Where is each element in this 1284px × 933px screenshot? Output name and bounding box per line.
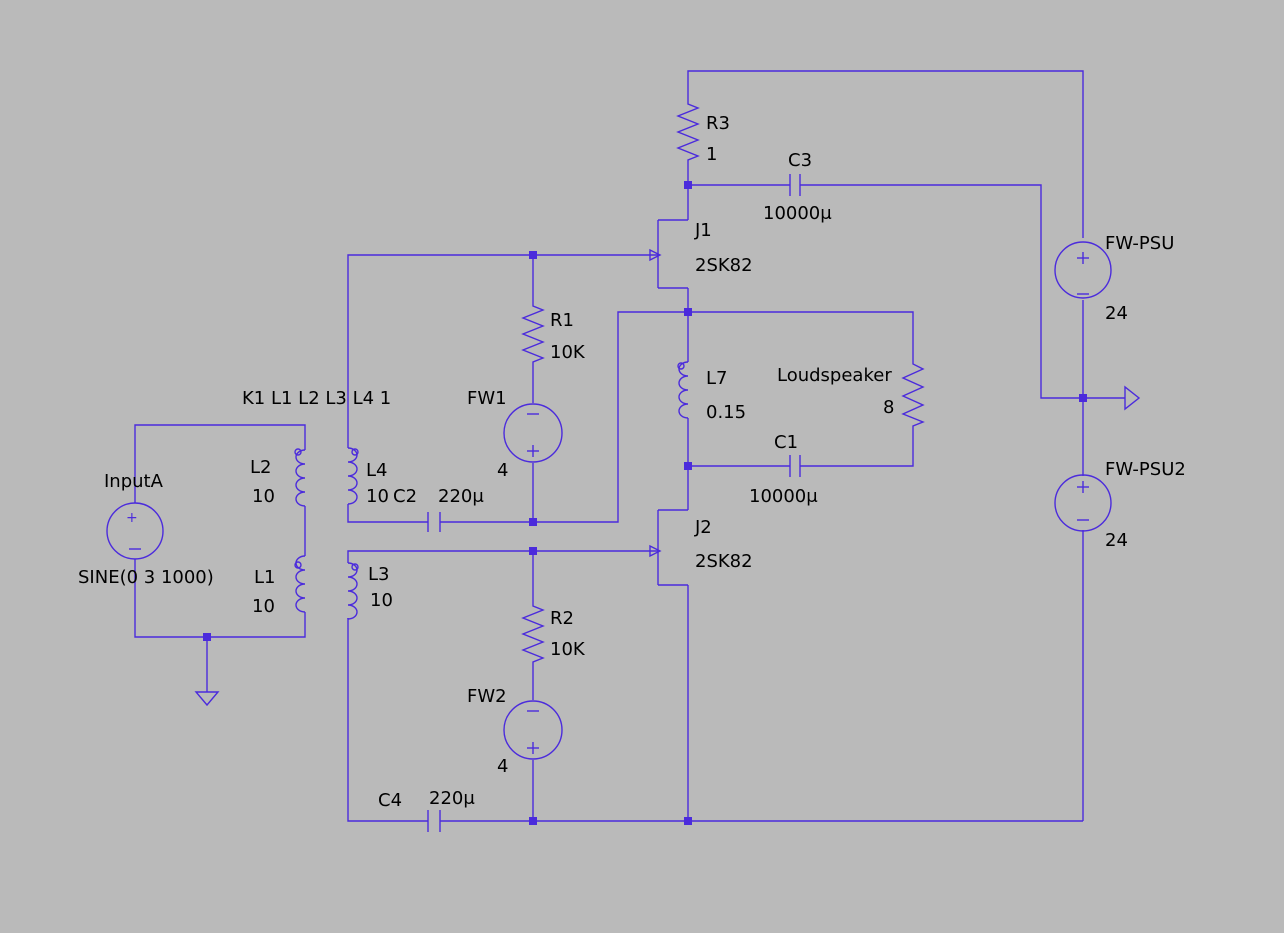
svg-text:+: + bbox=[126, 510, 138, 526]
label-inputa-value: SINE(0 3 1000) bbox=[78, 567, 214, 588]
label-r2-value: 10K bbox=[550, 639, 586, 660]
capacitor-c4[interactable] bbox=[427, 810, 441, 832]
label-loudspeaker-value: 8 bbox=[883, 397, 894, 418]
label-fw-psu2-name: FW-PSU2 bbox=[1105, 459, 1186, 480]
inductor-l4[interactable] bbox=[347, 447, 359, 508]
label-fw-psu-name: FW-PSU bbox=[1105, 233, 1174, 254]
resistor-r3[interactable] bbox=[676, 98, 700, 168]
voltage-source-inputa[interactable]: + bbox=[106, 502, 164, 560]
wires bbox=[134, 70, 1125, 822]
label-l2-value: 10 bbox=[252, 486, 275, 507]
label-r3-name: R3 bbox=[706, 113, 730, 134]
label-l4-name: L4 bbox=[366, 460, 387, 481]
label-c3-value: 10000μ bbox=[763, 203, 832, 224]
label-l4-value: 10 bbox=[366, 486, 389, 507]
label-j2-value: 2SK82 bbox=[695, 551, 753, 572]
label-c2-name: C2 bbox=[393, 486, 417, 507]
inductor-l1[interactable] bbox=[294, 555, 306, 616]
junction-dots bbox=[203, 181, 1087, 825]
capacitor-c1[interactable] bbox=[789, 455, 801, 477]
label-inputa-name: InputA bbox=[104, 471, 164, 492]
label-l7-value: 0.15 bbox=[706, 402, 746, 423]
ground-symbol-input bbox=[194, 691, 220, 707]
label-r1-name: R1 bbox=[550, 310, 574, 331]
label-r2-name: R2 bbox=[550, 608, 574, 629]
capacitor-c3[interactable] bbox=[789, 174, 801, 196]
voltage-source-fw1[interactable] bbox=[503, 403, 563, 463]
label-c2-value: 220μ bbox=[438, 486, 484, 507]
label-l1-value: 10 bbox=[252, 596, 275, 617]
spice-directive: K1 L1 L2 L3 L4 1 bbox=[242, 388, 391, 409]
label-c1-value: 10000μ bbox=[749, 486, 818, 507]
label-c3-name: C3 bbox=[788, 150, 812, 171]
label-c1-name: C1 bbox=[774, 432, 798, 453]
jfet-j2[interactable] bbox=[649, 509, 688, 586]
voltage-source-fw2[interactable] bbox=[503, 700, 563, 760]
jfet-j1[interactable] bbox=[649, 219, 688, 289]
label-fw1-value: 4 bbox=[497, 460, 508, 481]
capacitor-c2[interactable] bbox=[427, 512, 441, 532]
label-fw2-name: FW2 bbox=[467, 686, 507, 707]
label-r1-value: 10K bbox=[550, 342, 586, 363]
resistor-r1[interactable] bbox=[521, 302, 545, 366]
label-fw-psu2-value: 24 bbox=[1105, 530, 1128, 551]
label-j2-name: J2 bbox=[694, 517, 712, 538]
label-fw2-value: 4 bbox=[497, 756, 508, 777]
label-l7-name: L7 bbox=[706, 368, 727, 389]
inductor-l3[interactable] bbox=[347, 562, 359, 620]
label-l3-value: 10 bbox=[370, 590, 393, 611]
label-j1-value: 2SK82 bbox=[695, 255, 753, 276]
label-l3-name: L3 bbox=[368, 564, 389, 585]
resistor-loudspeaker[interactable] bbox=[901, 360, 925, 430]
label-fw-psu-value: 24 bbox=[1105, 303, 1128, 324]
label-loudspeaker-name: Loudspeaker bbox=[777, 365, 892, 386]
inductor-l7[interactable] bbox=[677, 361, 689, 422]
inductor-l2[interactable] bbox=[294, 446, 306, 507]
label-c4-name: C4 bbox=[378, 790, 402, 811]
resistor-r2[interactable] bbox=[521, 602, 545, 666]
label-r3-value: 1 bbox=[706, 144, 717, 165]
label-l1-name: L1 bbox=[254, 567, 275, 588]
label-c4-value: 220μ bbox=[429, 788, 475, 809]
ground-symbol-output bbox=[1124, 385, 1141, 411]
label-j1-name: J1 bbox=[694, 220, 712, 241]
voltage-source-fw-psu2[interactable] bbox=[1054, 474, 1112, 532]
voltage-source-fw-psu[interactable] bbox=[1054, 241, 1112, 299]
label-fw1-name: FW1 bbox=[467, 388, 507, 409]
label-l2-name: L2 bbox=[250, 457, 271, 478]
